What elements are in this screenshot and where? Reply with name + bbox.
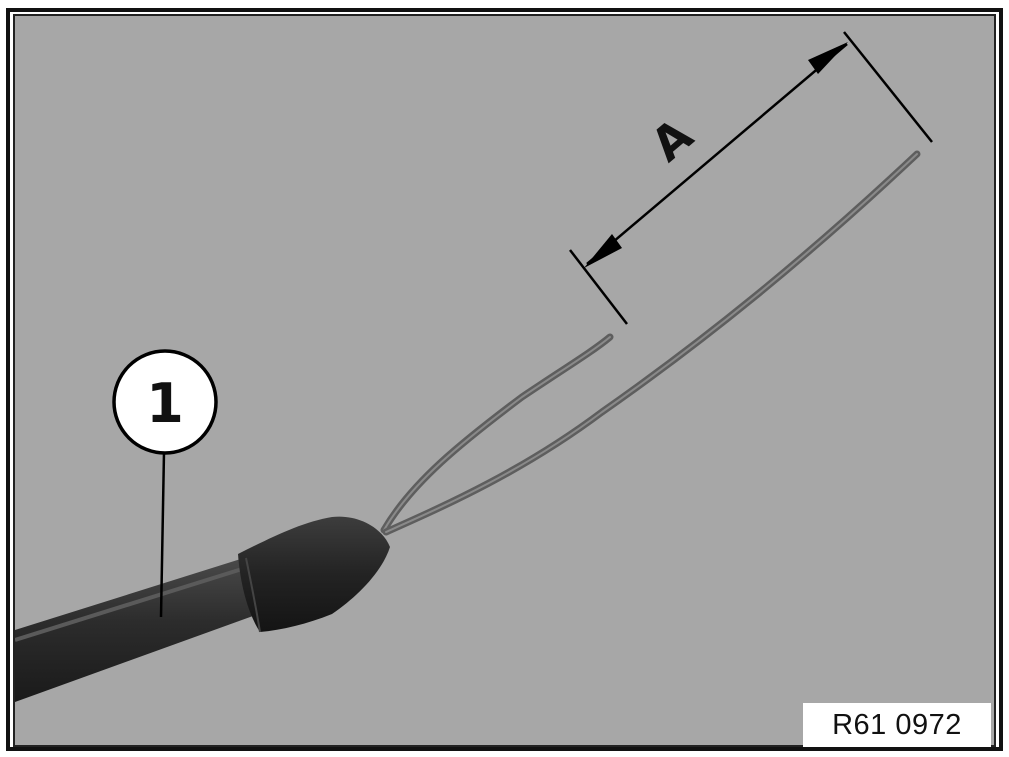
- cable-illustration: A 1: [15, 31, 933, 702]
- reference-code: R61 0972: [803, 703, 991, 747]
- tape-wrap: [238, 516, 390, 632]
- dimension-label-a: A: [641, 107, 703, 172]
- arrowhead-left: [584, 234, 622, 268]
- extension-line-left: [569, 249, 628, 325]
- callout-leader: [159, 451, 166, 618]
- cable-highlight: [15, 567, 243, 642]
- illustration-canvas: A 1: [13, 14, 996, 747]
- long-wire-core: [385, 153, 918, 533]
- callout-circle: [112, 349, 218, 455]
- extension-line-right: [843, 31, 933, 143]
- cable-sheath: [15, 557, 264, 702]
- tape-edge: [245, 557, 261, 633]
- dimension-line: [586, 43, 848, 265]
- callout-number: 1: [146, 372, 184, 435]
- short-wire-core: [383, 336, 611, 531]
- arrowhead-right: [808, 42, 848, 74]
